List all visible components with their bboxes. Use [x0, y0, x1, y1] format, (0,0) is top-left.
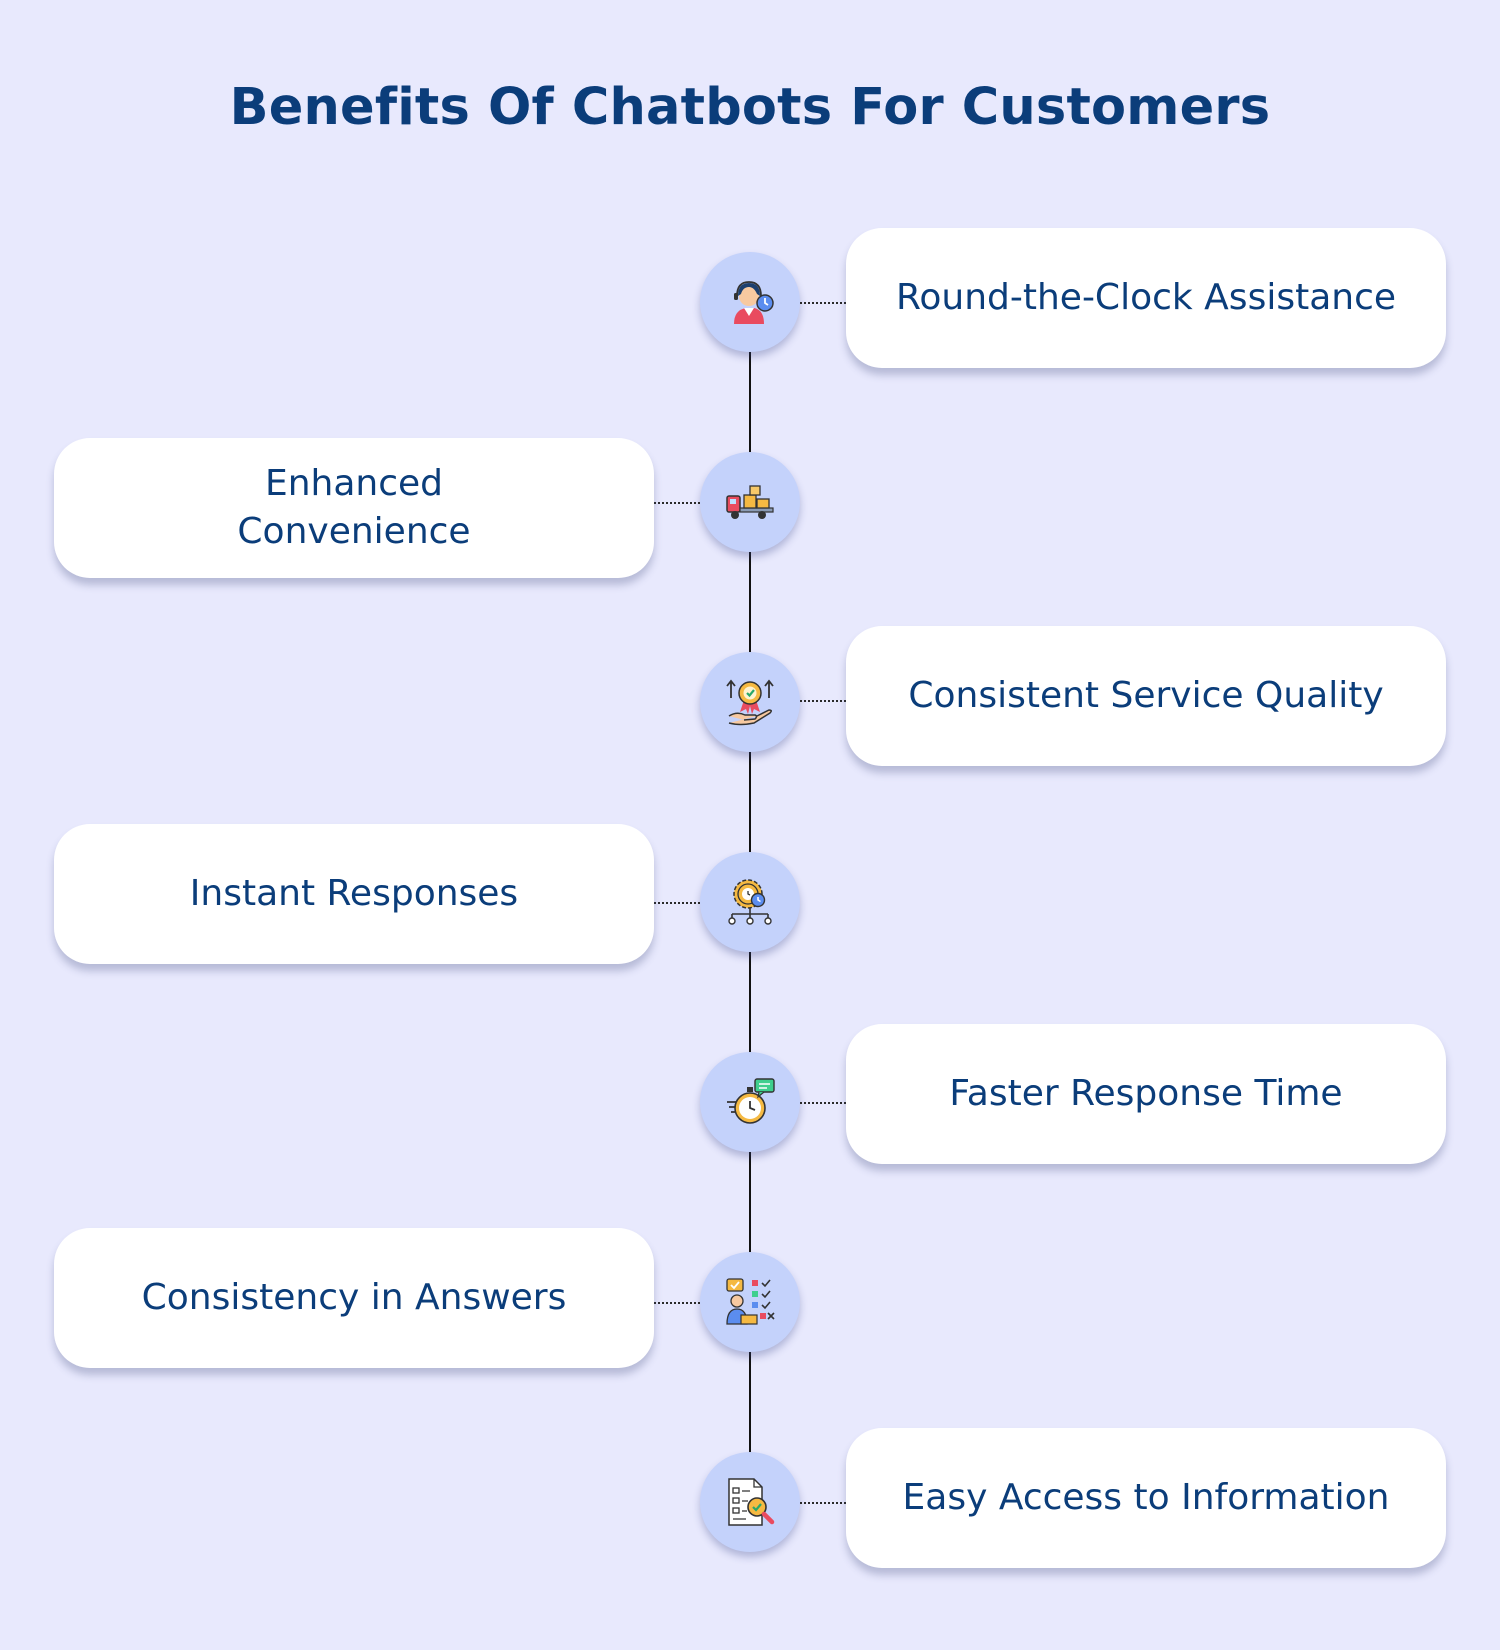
- benefit-card-1: Enhanced Convenience: [54, 438, 654, 578]
- benefit-card-3: Instant Responses: [54, 824, 654, 964]
- stopwatch-message-icon: [727, 1078, 775, 1124]
- person-checklist-icon: [726, 1278, 775, 1325]
- node-4: [700, 1052, 800, 1152]
- connector-1: [654, 502, 700, 504]
- support-agent-clock-icon: [734, 281, 774, 324]
- benefit-label-6: Easy Access to Information: [902, 1477, 1390, 1518]
- benefit-label-0: Round-the-Clock Assistance: [895, 277, 1397, 318]
- benefit-card-6: Easy Access to Information: [846, 1428, 1446, 1568]
- benefit-card-5: Consistency in Answers: [54, 1228, 654, 1368]
- benefit-card-0: Round-the-Clock Assistance: [846, 228, 1446, 368]
- node-2: [700, 652, 800, 752]
- benefit-label-1: Enhanced Convenience: [237, 463, 471, 552]
- gear-clock-network-icon: [728, 879, 772, 925]
- benefit-label-3: Instant Responses: [189, 873, 519, 914]
- connector-2: [800, 700, 846, 702]
- node-1: [700, 452, 800, 552]
- page-title: Benefits Of Chatbots For Customers: [229, 78, 1271, 137]
- connector-6: [800, 1502, 846, 1504]
- connector-3: [654, 902, 700, 904]
- benefit-label-5: Consistency in Answers: [141, 1277, 567, 1318]
- benefit-label-2: Consistent Service Quality: [908, 675, 1384, 716]
- benefit-card-4: Faster Response Time: [846, 1024, 1446, 1164]
- node-5: [700, 1252, 800, 1352]
- node-3: [700, 852, 800, 952]
- delivery-truck-icon: [726, 485, 774, 519]
- connector-4: [800, 1102, 846, 1104]
- node-0: [700, 252, 800, 352]
- connector-5: [654, 1302, 700, 1304]
- benefit-card-2: Consistent Service Quality: [846, 626, 1446, 766]
- benefit-label-4: Faster Response Time: [949, 1073, 1343, 1114]
- document-search-icon: [728, 1478, 775, 1526]
- node-6: [700, 1452, 800, 1552]
- quality-badge-hand-icon: [726, 679, 774, 726]
- connector-0: [800, 302, 846, 304]
